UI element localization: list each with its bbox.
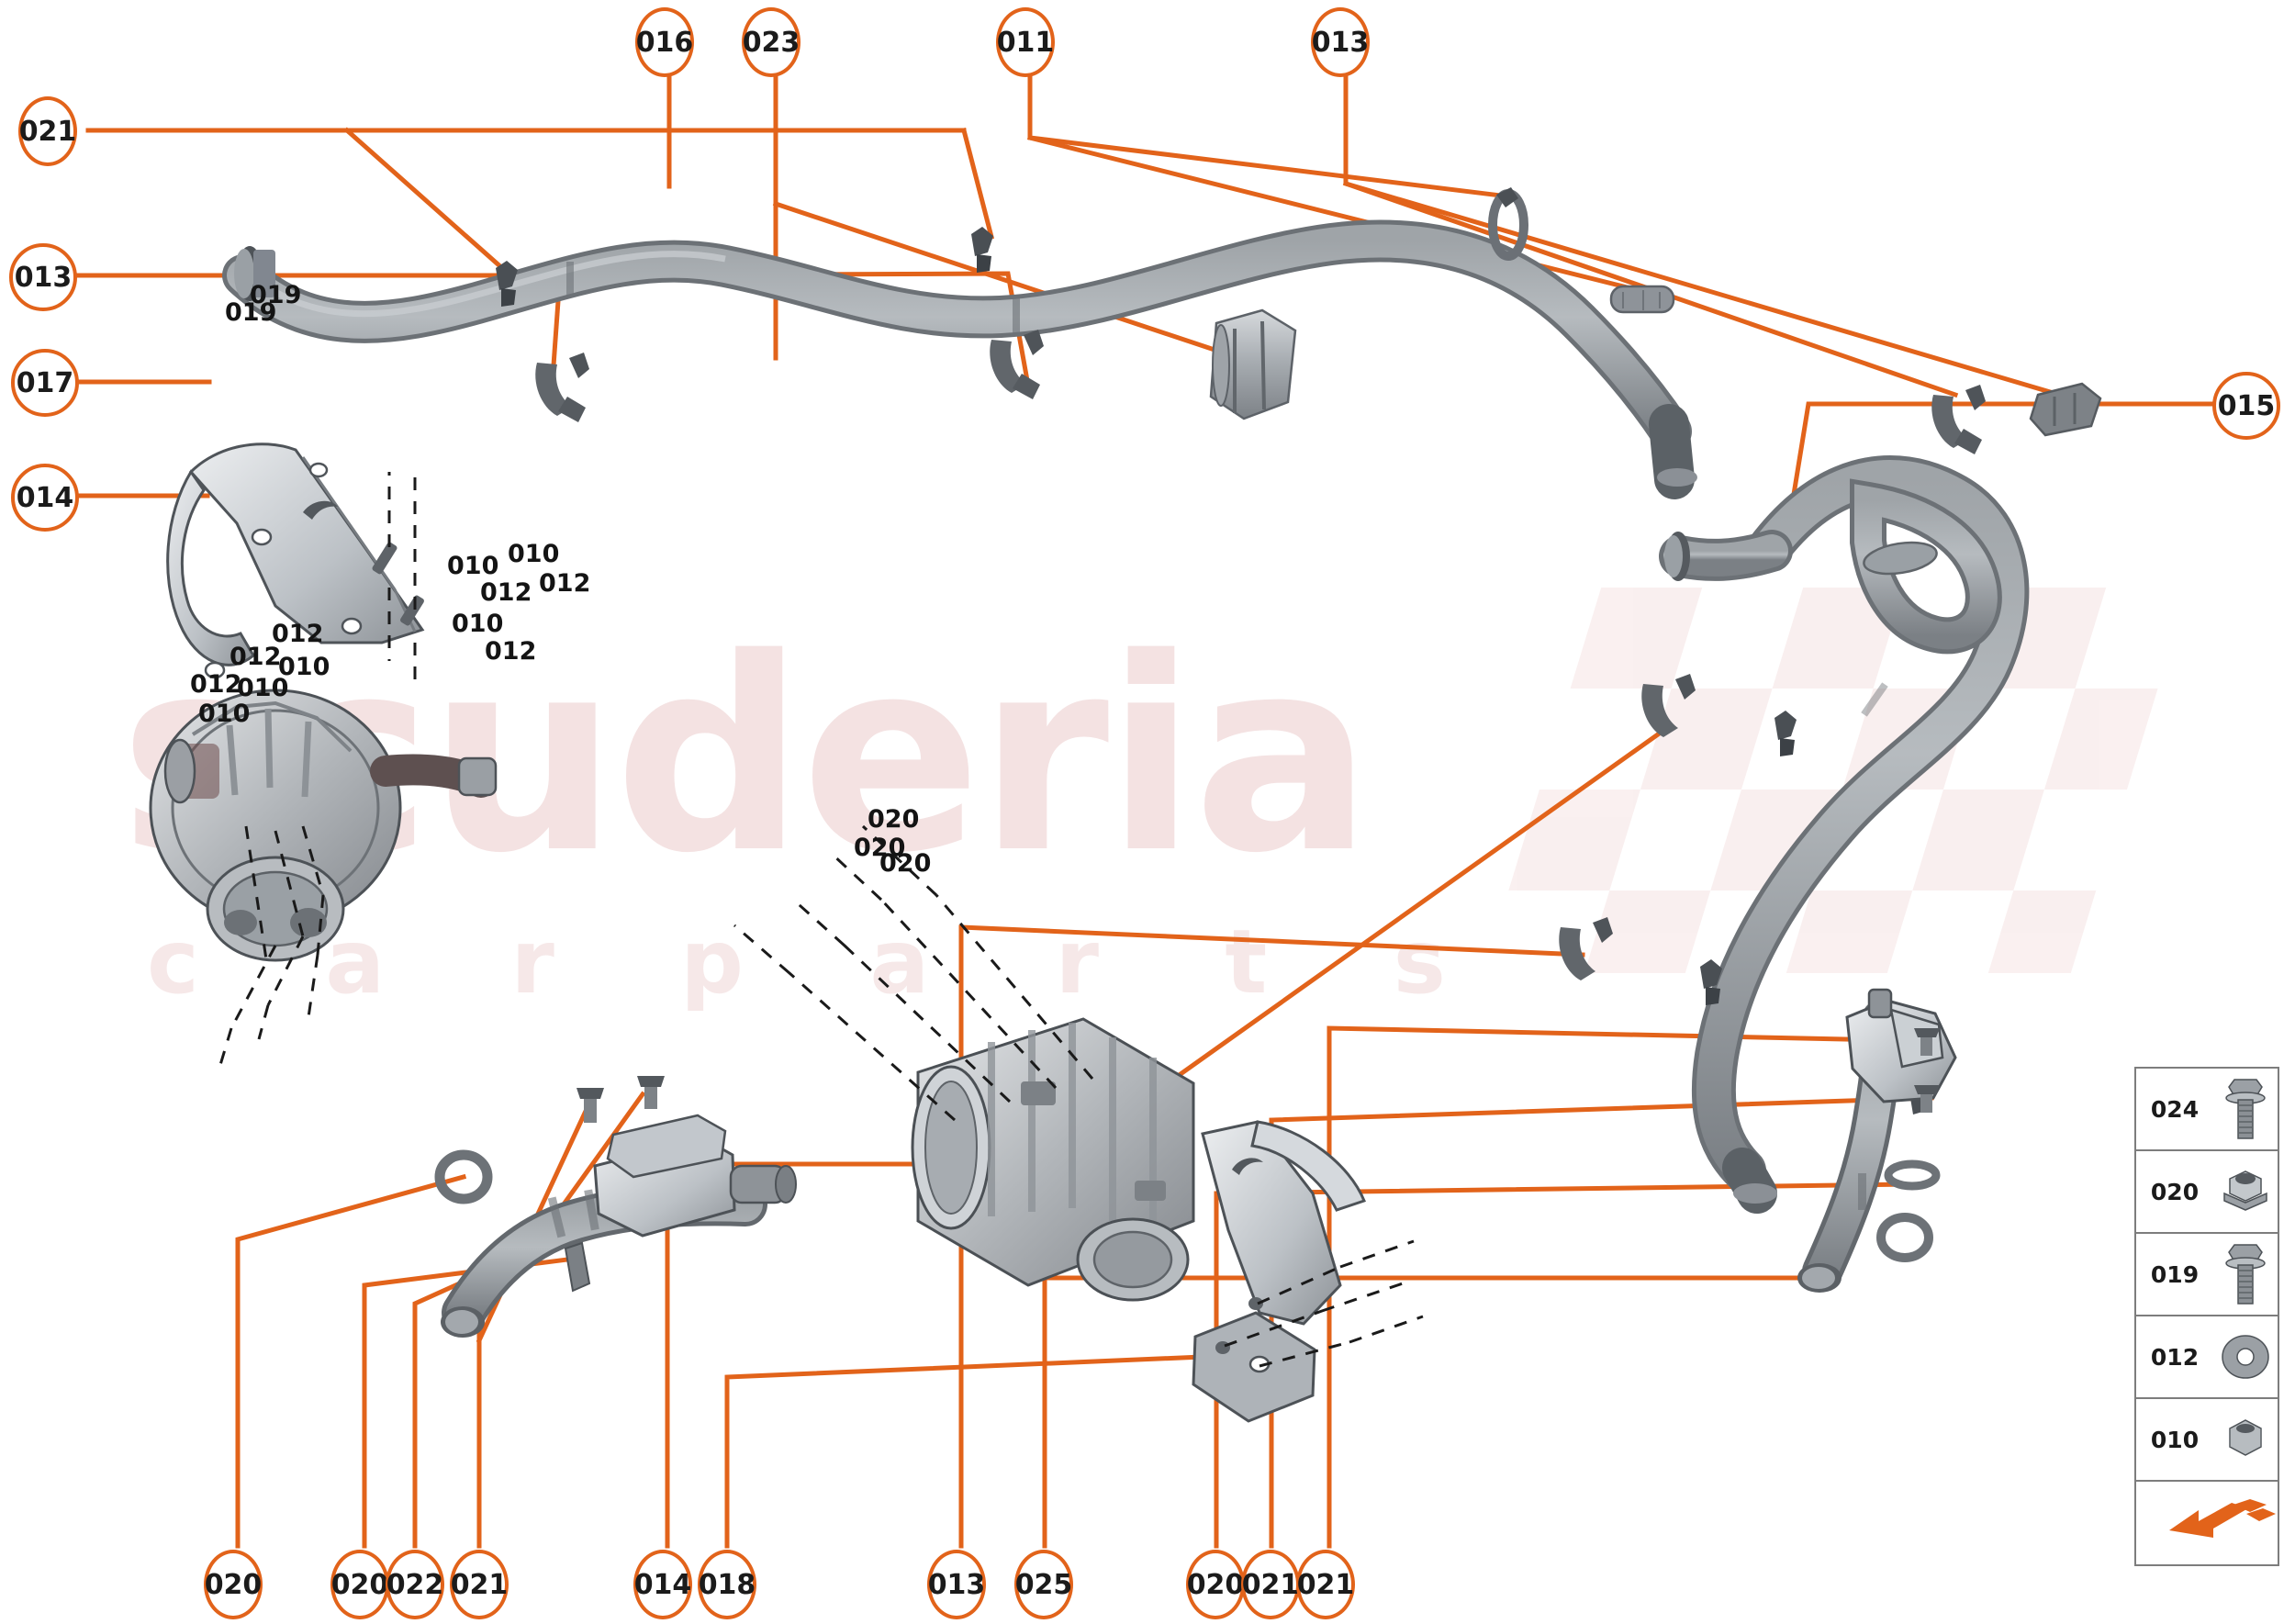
part-018-support-bracket — [1192, 1120, 1366, 1423]
callout-018-bottom[interactable]: 018 — [698, 1550, 756, 1619]
part-022-air-pipe-valve — [434, 1076, 797, 1338]
callout-013-top-right[interactable]: 013 — [1311, 7, 1370, 77]
tag-019-b: 019 — [250, 281, 302, 309]
tag-010-d: 010 — [508, 540, 560, 568]
callout-011-top[interactable]: 011 — [996, 7, 1055, 77]
part-023-coupling — [1209, 308, 1297, 420]
callout-013-left[interactable]: 013 — [9, 243, 77, 311]
bolt-icon-d — [1914, 1085, 1940, 1113]
bolt-icon-c — [1914, 1028, 1940, 1056]
callout-021-bottom-2[interactable]: 021 — [1241, 1550, 1300, 1619]
callout-020-bottom-1[interactable]: 020 — [204, 1550, 263, 1619]
hex-nut-icon — [2213, 1416, 2278, 1463]
tag-012-d: 012 — [539, 569, 591, 598]
tag-020-b: 020 — [854, 834, 906, 862]
callout-020-bottom-2[interactable]: 020 — [330, 1550, 389, 1619]
tag-020-a: 020 — [868, 805, 920, 834]
part-021-retainer-clip-b — [971, 227, 993, 273]
legend-number-012: 012 — [2150, 1343, 2200, 1371]
bolt-icon-a — [577, 1088, 604, 1123]
hex-flange-bolt-icon — [2213, 1076, 2278, 1142]
part-021-retainer-clip-c — [1774, 711, 1797, 756]
legend-number-010: 010 — [2150, 1426, 2200, 1453]
legend-number-020: 020 — [2150, 1178, 2200, 1205]
part-014-secondary-air-pump-centre — [911, 1017, 1195, 1302]
tag-010-a: 010 — [278, 653, 330, 681]
part-013-hose-clamp-c — [1931, 385, 1986, 454]
orange-arrow-icon — [2167, 1495, 2278, 1551]
tag-020-c: 020 — [879, 849, 932, 878]
legend-number-024: 024 — [2150, 1095, 2200, 1123]
fastener-legend: 024 020 019 — [2134, 1067, 2279, 1566]
tag-012-c: 012 — [190, 670, 242, 699]
tag-019-a: 019 — [225, 298, 277, 327]
tag-010-c: 010 — [198, 700, 251, 728]
callout-015-right[interactable]: 015 — [2212, 372, 2280, 440]
part-017-mounting-bracket — [166, 442, 425, 679]
callout-021-top[interactable]: 021 — [18, 96, 77, 166]
part-021-retainer-clip-a — [496, 261, 518, 307]
tag-012-f: 012 — [485, 637, 537, 666]
part-011-sleeve — [1609, 285, 1675, 314]
tag-012-a: 012 — [272, 620, 324, 648]
part-025-air-hose-valve — [1797, 988, 1957, 1293]
callout-022-bottom[interactable]: 022 — [386, 1550, 444, 1619]
callout-016-top[interactable]: 016 — [635, 7, 694, 77]
callout-013-bottom[interactable]: 013 — [927, 1550, 986, 1619]
part-016-air-hose — [222, 219, 1697, 499]
legend-row-020[interactable]: 020 — [2136, 1151, 2278, 1234]
callout-014-bottom[interactable]: 014 — [633, 1550, 692, 1619]
legend-row-010[interactable]: 010 — [2136, 1399, 2278, 1482]
tag-012-e: 012 — [480, 578, 532, 607]
tag-010-b: 010 — [237, 674, 289, 702]
callout-017-left[interactable]: 017 — [11, 349, 79, 417]
callout-020-bottom-3[interactable]: 020 — [1186, 1550, 1245, 1619]
legend-number-019: 019 — [2150, 1260, 2200, 1288]
part-013-clamp-right — [2029, 382, 2102, 437]
tag-010-e: 010 — [447, 552, 499, 580]
callout-014-left[interactable]: 014 — [11, 464, 79, 532]
callout-025-bottom[interactable]: 025 — [1014, 1550, 1073, 1619]
part-011-spring-clamp — [1488, 187, 1528, 261]
legend-row-arrow[interactable] — [2136, 1482, 2278, 1564]
callout-023-top[interactable]: 023 — [742, 7, 800, 77]
legend-row-019[interactable]: 019 — [2136, 1234, 2278, 1316]
part-013-hose-clamp-a — [535, 353, 589, 422]
legend-row-012[interactable]: 012 — [2136, 1316, 2278, 1399]
callout-021-bottom-3[interactable]: 021 — [1296, 1550, 1355, 1619]
part-013-hose-clamp-b — [990, 330, 1044, 399]
washer-icon — [2213, 1331, 2278, 1383]
legend-row-024[interactable]: 024 — [2136, 1069, 2278, 1151]
tag-010-f: 010 — [452, 610, 504, 638]
flange-nut-icon — [2213, 1166, 2278, 1217]
bolt-icon-b — [637, 1076, 665, 1109]
tag-012-b: 012 — [230, 643, 282, 671]
callout-021-bottom[interactable]: 021 — [450, 1550, 509, 1619]
hex-flange-bolt-icon — [2213, 1241, 2278, 1307]
